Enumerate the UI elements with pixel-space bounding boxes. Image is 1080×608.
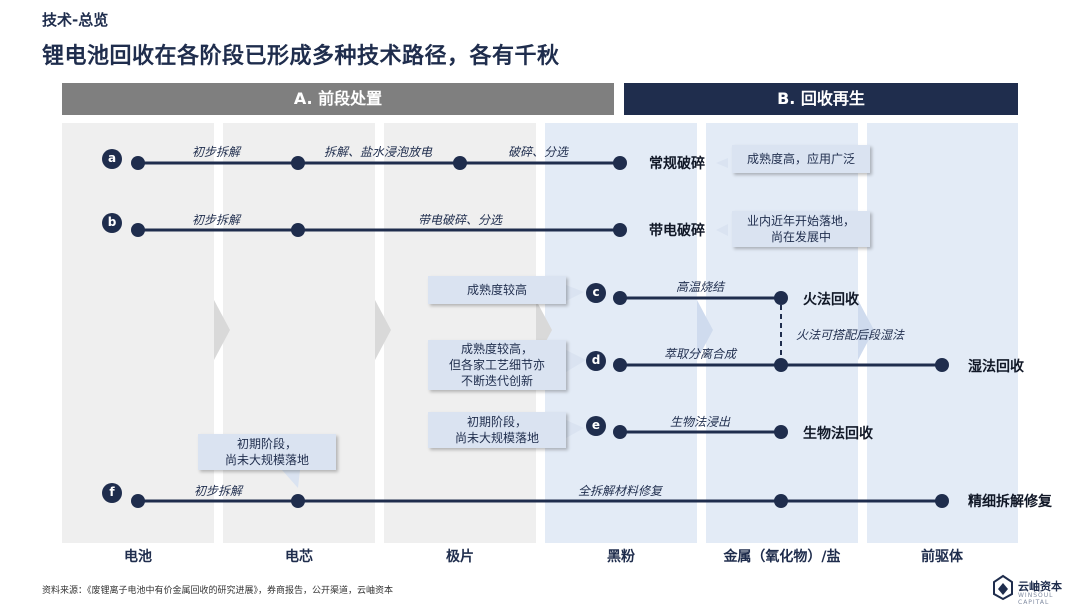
route-e-step-1: 生物法浸出 [669,415,731,429]
route-a-step-3: 破碎、分选 [507,145,569,159]
route-a-node [131,156,145,170]
route-f-badge: f [102,483,122,503]
phase-b-header: B. 回收再生 [624,83,1018,115]
note-pointer [282,470,300,488]
route-c-step-1: 高温烧结 [675,280,725,294]
stage-label-electrode: 极片 [446,549,474,565]
route-c-result: 火法回收 [803,292,859,308]
route-d-node [935,358,949,372]
route-b-badge: b [102,213,122,233]
route-c-node [613,291,627,305]
route-a-result: 常规破碎 [649,156,705,172]
route-b-step-1: 初步拆解 [191,213,241,227]
route-d-step-1: 萃取分离合成 [663,347,737,361]
brand-logo-icon-inner [998,583,1008,595]
route-d-badge: d [586,351,606,371]
route-d-note: 成熟度较高，但各家工艺细节亦不断迭代创新 [428,340,566,390]
route-b-node [131,223,145,237]
brand-subtitle: WINSOUL CAPITAL [1018,592,1054,606]
page-title: 锂电池回收在各阶段已形成多种技术路径，各有千秋 [42,44,560,69]
route-f-result: 精细拆解修复 [968,494,1052,510]
note-pointer [716,158,728,168]
stage-label-precursor: 前驱体 [921,549,963,565]
route-a-step-1: 初步拆解 [191,145,241,159]
note-pointer [566,350,586,372]
stage-column-electrode [384,123,536,543]
route-a-note: 成熟度高，应用广泛 [732,145,870,173]
stage-column-black-mass [545,123,697,543]
route-d-node [613,358,627,372]
chevron-arrow-icon [697,300,713,360]
route-b-node [291,223,305,237]
route-f-node [774,494,788,508]
note-pointer [566,285,584,301]
stage-column-precursor [867,123,1018,543]
phase-a-header: A. 前段处置 [62,83,614,115]
route-e-node [774,425,788,439]
route-b-result: 带电破碎 [649,223,705,239]
brand-logo-icon [993,574,1013,601]
route-b-note: 业内近年开始落地，尚在发展中 [732,211,870,247]
route-e-result: 生物法回收 [803,426,873,442]
route-b-step-2: 带电破碎、分选 [417,213,503,227]
stage-label-cell: 电芯 [285,549,313,565]
route-c-d-link-label: 火法可搭配后段湿法 [795,328,905,342]
route-f-note: 初期阶段，尚未大规模落地 [198,434,336,470]
chevron-arrow-icon [858,300,874,360]
route-a-badge: a [102,149,122,169]
stage-column-cell [223,123,375,543]
route-f-node [131,494,145,508]
route-f-step-2: 全拆解材料修复 [577,484,663,498]
route-c-node [774,291,788,305]
brand-name: 云岫资本 [1018,580,1062,593]
route-b-node [613,223,627,237]
stage-column-battery [62,123,214,543]
route-a-step-2: 拆解、盐水浸泡放电 [323,145,433,159]
route-f-node [291,494,305,508]
route-d-result: 湿法回收 [968,359,1024,375]
stage-label-metal: 金属（氧化物）/盐 [723,549,841,565]
route-c-badge: c [586,283,606,303]
route-e-node [613,425,627,439]
route-a-node [291,156,305,170]
note-pointer [566,420,584,438]
route-d-node [774,358,788,372]
chevron-arrow-icon [375,300,391,360]
stage-label-black-mass: 黑粉 [607,549,635,565]
route-c-note: 成熟度较高 [428,276,566,304]
route-a-node [453,156,467,170]
note-pointer [716,224,728,236]
chevron-arrow-icon [214,300,230,360]
route-f-node [935,494,949,508]
source-note: 资料来源：《废锂离子电池中有价金属回收的研究进展》，券商报告，公开渠道，云岫资本 [42,586,394,596]
route-a-node [613,156,627,170]
route-e-note: 初期阶段，尚未大规模落地 [428,412,566,448]
stage-label-battery: 电池 [124,549,152,565]
section-kicker: 技术-总览 [42,11,109,29]
route-e-badge: e [586,416,606,436]
route-f-step-1: 初步拆解 [193,484,243,498]
